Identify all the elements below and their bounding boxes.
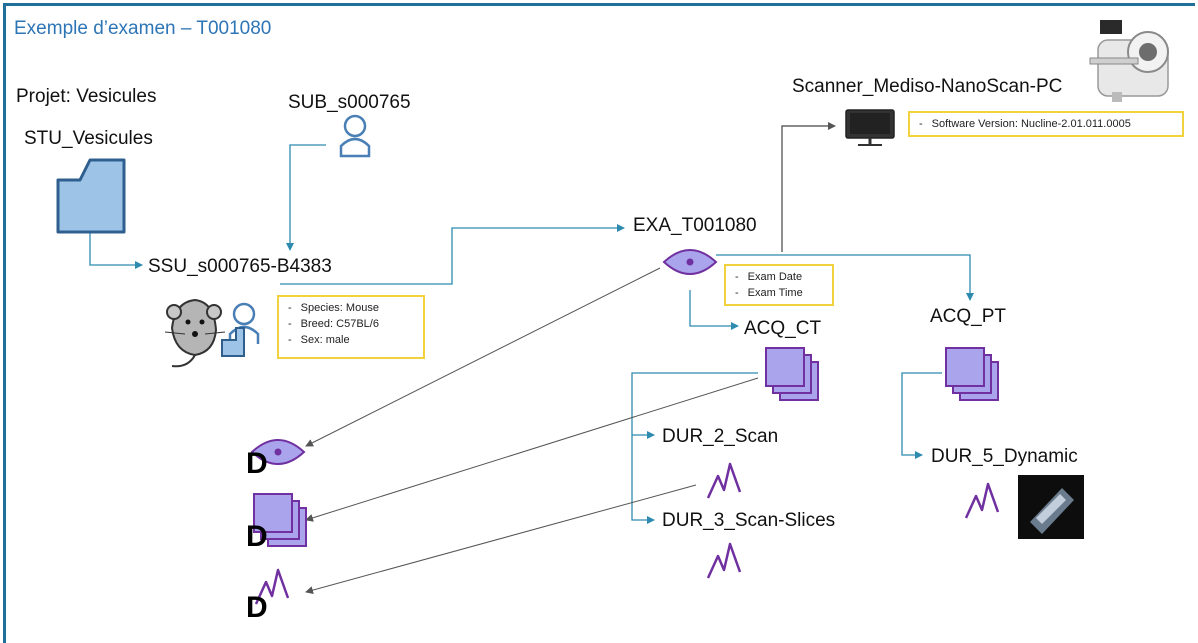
page-frame (3, 3, 1195, 643)
stack-icon-pt (945, 347, 999, 401)
stack-icon-ct (765, 347, 819, 401)
page-title: Exemple d’examen – T001080 (14, 18, 272, 39)
mouse-icon (164, 298, 226, 368)
scanner-image (1082, 8, 1190, 104)
dur-3-label: DUR_3_Scan-Slices (662, 510, 836, 531)
note-species: Species: Mouse (285, 300, 417, 316)
connectors (89, 122, 974, 595)
exam-note: Exam Date Exam Time (724, 264, 834, 306)
waveform-icon-dur5 (964, 482, 1000, 520)
exam-label: EXA_T001080 (633, 215, 757, 236)
scanner-label: Scanner_Mediso-NanoScan-PC (792, 76, 1063, 97)
acq-ct-label: ACQ_CT (744, 318, 822, 339)
note-exam-time: Exam Time (732, 285, 826, 301)
legend-letter-stack: D (246, 520, 268, 553)
note-sex: Sex: male (285, 332, 417, 348)
person-icon (339, 114, 371, 158)
diagram-canvas (56, 8, 1190, 606)
pet-image (1018, 475, 1084, 539)
waveform-icon-dur3 (706, 542, 742, 580)
subject-session-label: SSU_s000765-B4383 (148, 256, 332, 277)
eye-icon (663, 249, 717, 275)
legend-letter-wave: D (246, 591, 268, 624)
person-session-icon (221, 302, 260, 357)
folder-icon (56, 158, 126, 234)
subject-note: Species: Mouse Breed: C57BL/6 Sex: male (277, 295, 425, 359)
waveform-icon-dur2 (706, 462, 742, 500)
study-label: STU_Vesicules (24, 128, 153, 149)
dur-5-label: DUR_5_Dynamic (931, 446, 1078, 467)
scanner-note: Software Version: Nucline-2.01.011.0005 (908, 111, 1184, 137)
subject-label: SUB_s000765 (288, 92, 411, 113)
legend-letter-eye: D (246, 447, 268, 480)
note-exam-date: Exam Date (732, 269, 826, 285)
acq-pt-label: ACQ_PT (930, 306, 1007, 327)
monitor-icon (845, 109, 895, 146)
note-software-version: Software Version: Nucline-2.01.011.0005 (916, 116, 1176, 132)
note-breed: Breed: C57BL/6 (285, 316, 417, 332)
project-label: Projet: Vesicules (16, 86, 157, 107)
dur-2-label: DUR_2_Scan (662, 426, 779, 447)
